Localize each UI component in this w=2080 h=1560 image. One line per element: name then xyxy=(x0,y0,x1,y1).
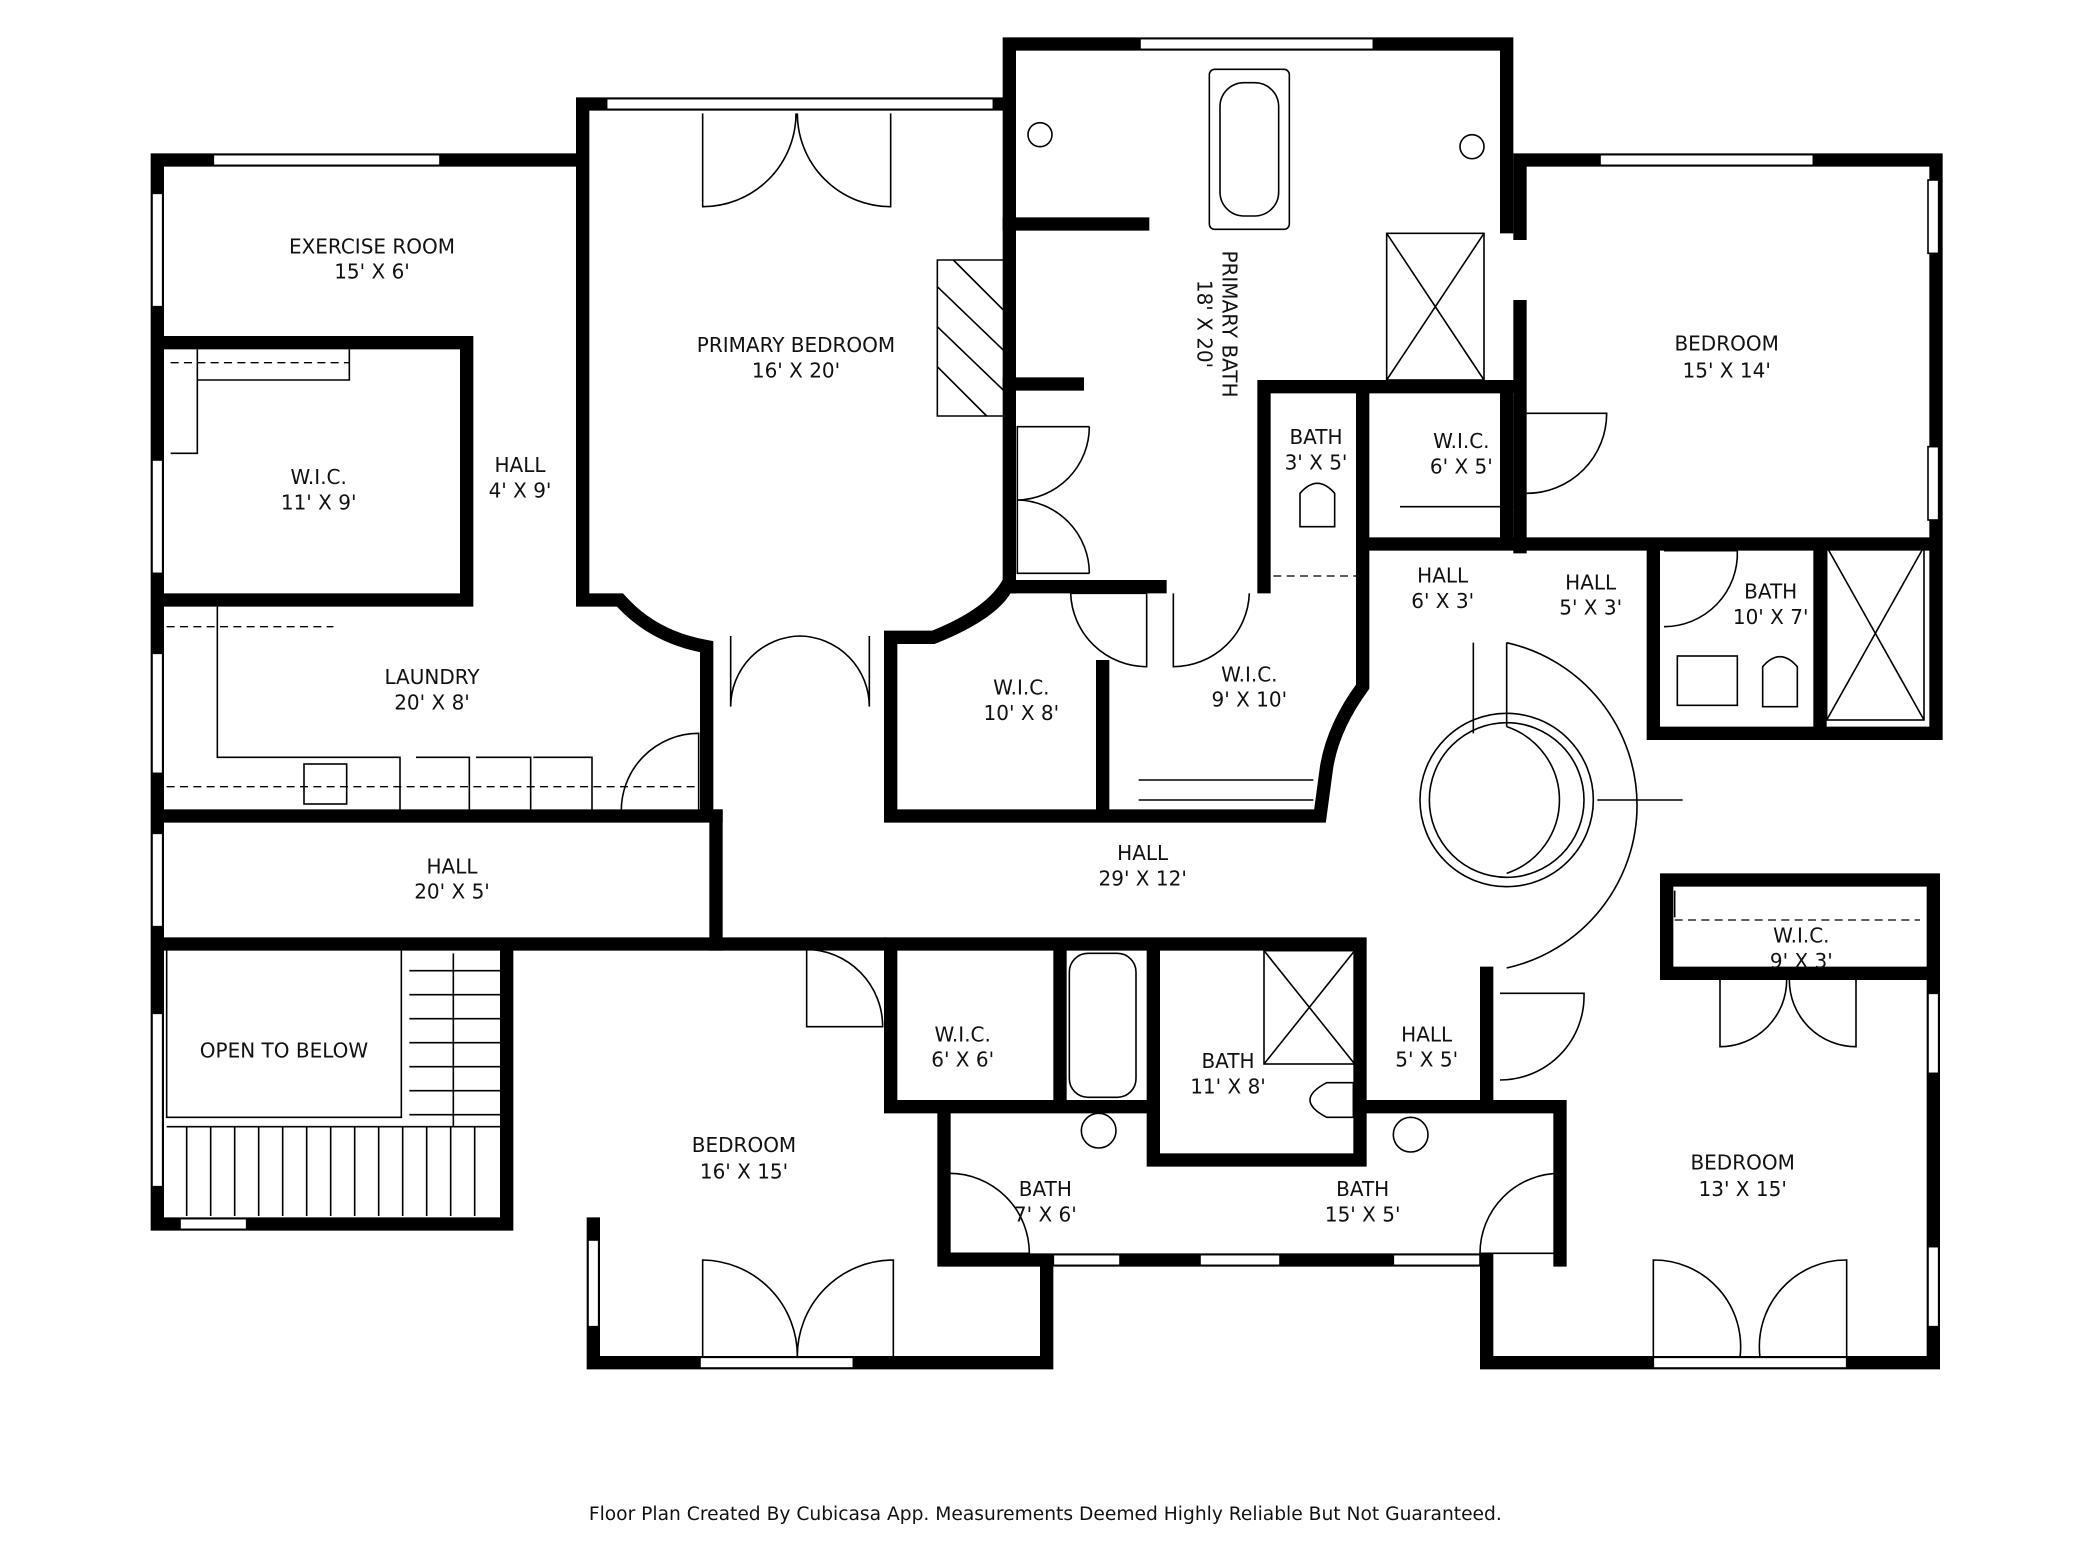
room-name: HALL xyxy=(494,453,546,477)
toilet-icon xyxy=(1299,482,1336,528)
toilet-icon xyxy=(1309,1081,1355,1119)
shower-icon xyxy=(1385,232,1485,381)
room-size: 9' X 10' xyxy=(1212,688,1288,712)
fireplace-icon xyxy=(936,259,1008,417)
shower-icon xyxy=(1263,949,1356,1065)
sink-icon xyxy=(1080,1112,1117,1149)
room-size: 15' X 14' xyxy=(1683,358,1771,382)
room-name: HALL xyxy=(426,854,478,878)
room-name: W.I.C. xyxy=(993,676,1049,700)
fixtures xyxy=(165,68,1925,1216)
room-name: W.I.C. xyxy=(290,465,346,489)
room-name: HALL xyxy=(1417,564,1469,588)
room-name: HALL xyxy=(1117,841,1169,865)
bathtub-icon xyxy=(1208,68,1291,231)
toilet-icon xyxy=(1761,655,1799,708)
room-name: BATH xyxy=(1744,580,1797,604)
room-name: HALL xyxy=(1565,570,1617,594)
room-size: 9' X 3' xyxy=(1770,949,1833,973)
footer-disclaimer: Floor Plan Created By Cubicasa App. Meas… xyxy=(589,1504,1502,1525)
room-size: 16' X 15' xyxy=(700,1160,788,1184)
room-name: HALL xyxy=(1401,1022,1453,1046)
room-size: 3' X 5' xyxy=(1285,450,1348,474)
room-size: 18' X 20' xyxy=(1192,280,1216,368)
room-name: W.I.C. xyxy=(1221,662,1277,686)
room-size: 15' X 5' xyxy=(1325,1202,1401,1226)
room-size: 6' X 3' xyxy=(1411,589,1474,613)
room-name: BATH xyxy=(1289,425,1342,449)
sink-icon xyxy=(1459,133,1485,160)
room-name: EXERCISE ROOM xyxy=(289,234,455,258)
room-size: 16' X 20' xyxy=(752,358,840,382)
room-size: 15' X 6' xyxy=(334,260,410,284)
room-size: 13' X 15' xyxy=(1699,1177,1787,1201)
room-name: W.I.C. xyxy=(934,1022,990,1046)
spiral-staircase xyxy=(1419,641,1683,969)
room-name: BEDROOM xyxy=(692,1133,796,1157)
room-size: 5' X 3' xyxy=(1559,596,1622,620)
sink-icon xyxy=(303,763,348,805)
room-name: LAUNDRY xyxy=(384,665,480,689)
room-name: BATH xyxy=(1201,1049,1254,1073)
doors xyxy=(620,113,1857,1358)
bathtub-icon xyxy=(1068,952,1137,1099)
shower-icon xyxy=(1825,545,1925,721)
room-size: 7' X 6' xyxy=(1014,1202,1077,1226)
windows xyxy=(151,37,1940,1369)
room-labels: EXERCISE ROOM 15' X 6' PRIMARY BEDROOM 1… xyxy=(200,234,1833,1226)
room-size: 10' X 7' xyxy=(1733,605,1809,629)
room-name: BATH xyxy=(1019,1177,1072,1201)
room-size: 29' X 12' xyxy=(1099,866,1187,890)
room-name: W.I.C. xyxy=(1433,429,1489,453)
sink-icon xyxy=(1676,655,1739,707)
room-size: 5' X 5' xyxy=(1395,1048,1458,1072)
room-size: 6' X 5' xyxy=(1430,454,1493,478)
room-name: OPEN TO BELOW xyxy=(200,1038,369,1062)
room-size: 20' X 5' xyxy=(414,880,490,904)
room-size: 20' X 8' xyxy=(394,690,470,714)
room-name: PRIMARY BEDROOM xyxy=(697,333,895,357)
room-name: BEDROOM xyxy=(1674,332,1778,356)
room-name: W.I.C. xyxy=(1773,924,1829,948)
room-size: 6' X 6' xyxy=(931,1048,994,1072)
room-size: 11' X 8' xyxy=(1190,1074,1266,1098)
room-size: 11' X 9' xyxy=(281,490,357,514)
sink-icon xyxy=(1392,1116,1429,1153)
sink-icon xyxy=(1027,121,1053,148)
room-name: BATH xyxy=(1336,1177,1389,1201)
room-name: BEDROOM xyxy=(1690,1150,1794,1174)
room-size: 10' X 8' xyxy=(984,701,1060,725)
open-to-below-void xyxy=(165,948,403,1119)
room-size: 4' X 9' xyxy=(489,478,552,502)
staircase xyxy=(166,953,500,1216)
room-name: PRIMARY BATH xyxy=(1218,250,1242,397)
